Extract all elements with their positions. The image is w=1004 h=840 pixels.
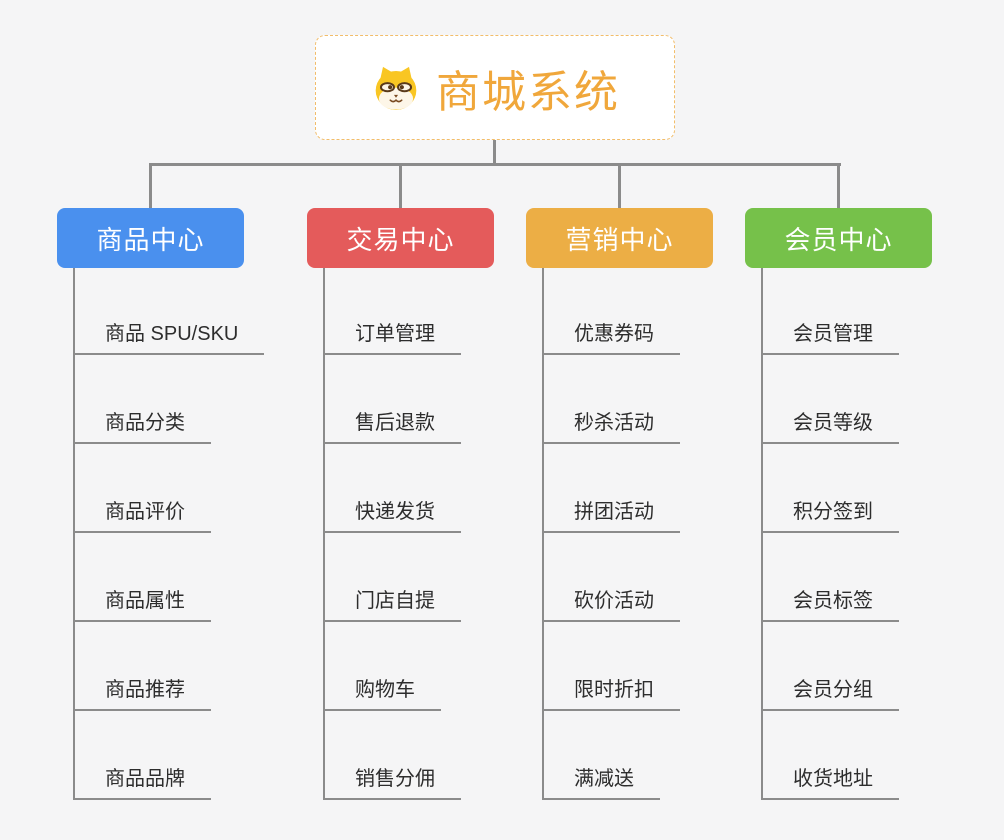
leaf-node[interactable]: 会员管理	[763, 321, 899, 355]
branch-node-4[interactable]: 会员中心	[745, 208, 932, 268]
connector-drop-line-2	[399, 163, 402, 208]
subtree-2: 订单管理售后退款快递发货门店自提购物车销售分佣	[323, 268, 461, 800]
connector-drop-line-1	[149, 163, 152, 208]
leaf-node[interactable]: 订单管理	[325, 321, 461, 355]
connector-drop-line-4	[837, 163, 840, 208]
leaf-node[interactable]: 限时折扣	[544, 677, 680, 711]
leaf-node[interactable]: 购物车	[325, 677, 441, 711]
branch-label: 交易中心	[346, 224, 455, 255]
leaf-node[interactable]: 收货地址	[763, 766, 899, 800]
subtree-1: 商品 SPU/SKU 商品分类商品评价商品属性商品推荐商品品牌	[73, 268, 265, 800]
leaf-node[interactable]: 砍价活动	[544, 588, 680, 622]
branch-label: 营销中心	[565, 224, 674, 255]
branch-node-2[interactable]: 交易中心	[307, 208, 494, 268]
leaf-node[interactable]: 售后退款	[325, 410, 461, 444]
connector-drop-line-3	[618, 163, 621, 208]
leaf-node[interactable]: 满减送	[544, 766, 660, 800]
leaf-node[interactable]: 商品 SPU/SKU	[75, 321, 265, 355]
branch-node-3[interactable]: 营销中心	[526, 208, 713, 268]
leaf-node[interactable]: 会员标签	[763, 588, 899, 622]
leaf-node[interactable]: 会员等级	[763, 410, 899, 444]
subtree-3: 优惠券码秒杀活动拼团活动砍价活动限时折扣满减送	[542, 268, 680, 800]
subtree-4: 会员管理会员等级积分签到会员标签会员分组收货地址	[761, 268, 899, 800]
leaf-node[interactable]: 积分签到	[763, 499, 899, 533]
leaf-node[interactable]: 会员分组	[763, 677, 899, 711]
root-title: 商城系统	[436, 67, 620, 117]
leaf-node[interactable]: 秒杀活动	[544, 410, 680, 444]
root-node[interactable]: 商城系统	[315, 35, 675, 140]
branch-node-1[interactable]: 商品中心	[57, 208, 244, 268]
shiba-dog-icon	[375, 66, 417, 110]
leaf-node[interactable]: 优惠券码	[544, 321, 680, 355]
branch-label: 会员中心	[784, 224, 893, 255]
leaf-node[interactable]: 销售分佣	[325, 766, 461, 800]
leaf-node[interactable]: 商品分类	[75, 410, 211, 444]
leaf-node[interactable]: 快递发货	[325, 499, 461, 533]
connector-trunk-horizontal	[149, 163, 841, 166]
leaf-node[interactable]: 商品推荐	[75, 677, 211, 711]
branch-label: 商品中心	[96, 224, 205, 255]
leaf-node[interactable]: 拼团活动	[544, 499, 680, 533]
leaf-node[interactable]: 商品评价	[75, 499, 211, 533]
leaf-node[interactable]: 商品属性	[75, 588, 211, 622]
leaf-node[interactable]: 门店自提	[325, 588, 461, 622]
leaf-node[interactable]: 商品品牌	[75, 766, 211, 800]
connector-root-vertical	[493, 140, 496, 164]
